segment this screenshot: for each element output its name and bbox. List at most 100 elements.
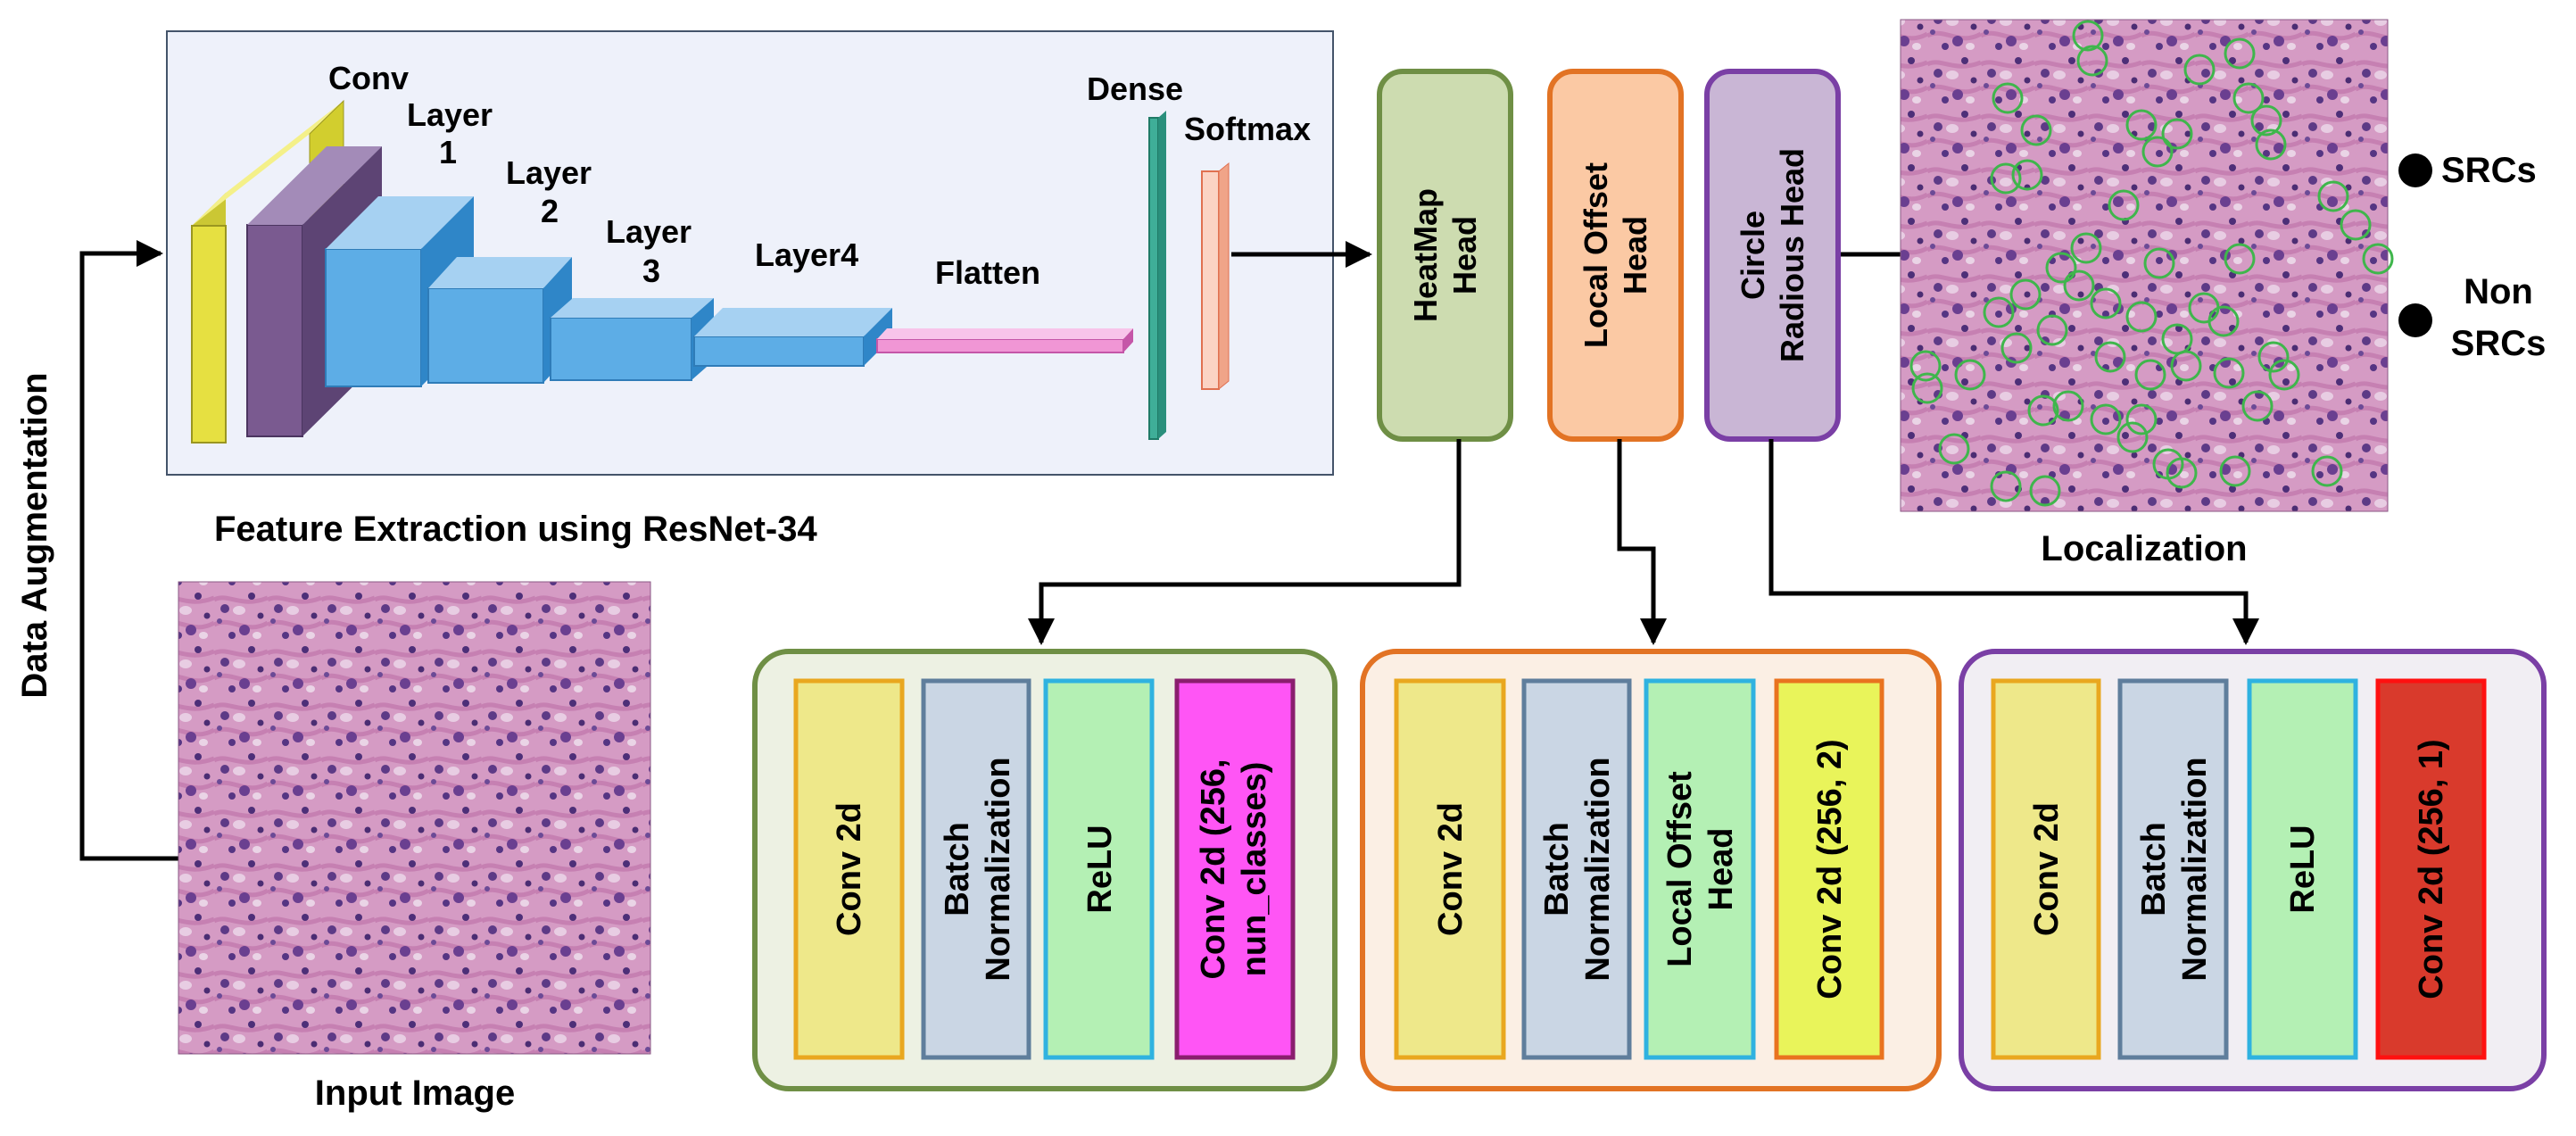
- heatmap-block4-line1: Conv 2d (256,: [1195, 759, 1232, 979]
- radius-batchnorm-block: Batch Normalization: [2117, 678, 2229, 1060]
- offset-branch-arrow: [1617, 439, 1667, 645]
- cell-detection-circle: [2045, 252, 2077, 284]
- radius-branch-arrow: [1768, 439, 2259, 645]
- cell-detection-circle: [1911, 372, 1943, 404]
- heatmap-output-conv-block: Conv 2d (256, nun_classes): [1174, 678, 1296, 1060]
- radius-branch-panel: Conv 2d Batch Normalization ReLU Conv 2d…: [1959, 649, 2547, 1091]
- cell-detection-circle: [2029, 475, 2061, 507]
- cell-detection-circle: [2224, 243, 2256, 275]
- cell-detection-circle: [2166, 457, 2198, 489]
- radius-block3-line1: ReLU: [2284, 825, 2322, 913]
- cell-detection-circle: [2232, 82, 2265, 114]
- radius-block2-line1: Batch: [2135, 822, 2173, 916]
- circle-radius-head-line1: Circle: [1735, 211, 1771, 300]
- heatmap-head-line2: Head: [1446, 216, 1483, 294]
- cell-detection-circle: [2317, 180, 2349, 212]
- radius-block2-line2: Normalization: [2176, 757, 2214, 981]
- local-offset-head: Local Offset Head: [1547, 69, 1684, 442]
- cell-detection-circle: [2170, 350, 2202, 382]
- heatmap-batchnorm-block: Batch Normalization: [921, 678, 1031, 1060]
- offset-output-conv-block: Conv 2d (256, 2): [1774, 678, 1884, 1060]
- cell-detection-circle: [2340, 209, 2372, 241]
- non-srcs-legend-dot: [2398, 303, 2432, 337]
- cell-detection-circle: [2219, 455, 2251, 487]
- cell-detection-circle: [2090, 287, 2122, 319]
- cell-detection-circle: [1954, 359, 1986, 391]
- cell-detection-circle: [2141, 136, 2174, 168]
- dense-block: [1148, 111, 1166, 440]
- offset-conv2d-block: Conv 2d: [1394, 678, 1506, 1060]
- dense-label: Dense: [1087, 70, 1183, 107]
- layer4-label: Layer4: [755, 236, 858, 273]
- layer3-label-b: 3: [642, 253, 660, 289]
- input-image-caption: Input Image: [315, 1074, 515, 1113]
- radius-block4-line1: Conv 2d (256, 1): [2413, 739, 2450, 999]
- offset-block4-line1: Conv 2d (256, 2): [1811, 739, 1849, 999]
- layer4-block: [693, 308, 892, 367]
- cell-detection-circle: [2000, 332, 2033, 364]
- offset-block3-line2: Head: [1702, 828, 1740, 911]
- offset-block3-line1: Local Offset: [1661, 771, 1699, 967]
- cell-detection-circle: [2125, 109, 2158, 141]
- augmentation-arrow: [79, 240, 178, 861]
- cell-detection-circle: [2020, 114, 2052, 146]
- cell-detection-circle: [2207, 305, 2240, 337]
- heatmap-head: HeatMap Head: [1377, 69, 1513, 442]
- cell-detection-circle: [2009, 278, 2042, 311]
- srcs-legend-label: SRCs: [2441, 151, 2537, 190]
- localization-caption: Localization: [2041, 529, 2247, 568]
- cell-detection-circle: [2090, 403, 2122, 435]
- srcs-legend-dot: [2398, 153, 2432, 187]
- radius-output-conv-block: Conv 2d (256, 1): [2375, 678, 2487, 1060]
- heatmap-head-line1: HeatMap: [1407, 188, 1444, 322]
- cell-detection-circle: [1992, 82, 2024, 114]
- layer1-label-b: 1: [439, 134, 457, 170]
- cell-detection-circle: [1990, 162, 2022, 195]
- cell-detection-circle: [2036, 314, 2068, 346]
- cell-detection-circle: [2311, 455, 2343, 487]
- cell-detection-circle: [2011, 159, 2043, 191]
- local-offset-head-line2: Head: [1617, 216, 1653, 294]
- cell-detection-circle: [2362, 243, 2394, 275]
- cell-detection-circle: [2143, 247, 2175, 279]
- input-image: [178, 581, 651, 1055]
- circle-radius-head-line2: Radious Head: [1774, 148, 1810, 362]
- cell-detection-circle: [2076, 45, 2108, 77]
- heatmap-relu-block: ReLU: [1043, 678, 1155, 1060]
- layer3-label-a: Layer: [606, 213, 692, 250]
- flatten-label: Flatten: [935, 254, 1040, 291]
- localization-image: [1900, 19, 2394, 512]
- flatten-block: [876, 328, 1133, 353]
- conv-label: Conv: [328, 60, 409, 96]
- cell-detection-circle: [2183, 54, 2216, 86]
- heatmap-block2-line1: Batch: [939, 822, 976, 916]
- cell-detection-circle: [1990, 470, 2022, 502]
- cell-detection-circle: [2250, 104, 2282, 137]
- cell-detection-circle: [2072, 20, 2104, 52]
- cell-detection-circle: [2070, 232, 2102, 264]
- cell-detection-circle: [2224, 37, 2256, 70]
- layer2-label-a: Layer: [506, 154, 592, 191]
- offset-block2-line1: Batch: [1538, 822, 1576, 916]
- circle-radius-head: Circle Radious Head: [1704, 69, 1841, 442]
- offset-block1-line1: Conv 2d: [1432, 802, 1470, 936]
- local-offset-head-line1: Local Offset: [1578, 162, 1614, 348]
- cell-detection-circle: [2125, 403, 2158, 435]
- heatmap-branch-arrow: [1028, 439, 1462, 645]
- offset-batchnorm-block: Batch Normalization: [1521, 678, 1632, 1060]
- heatmap-block1-line1: Conv 2d: [831, 802, 868, 936]
- offset-branch-panel: Conv 2d Batch Normalization Local Offset…: [1360, 649, 1942, 1091]
- detected-cell-circles: [1909, 20, 2394, 507]
- heatmap-conv2d-block: Conv 2d: [793, 678, 905, 1060]
- cell-detection-circle: [2213, 357, 2245, 389]
- softmax-label: Softmax: [1184, 111, 1311, 147]
- cell-detection-circle: [1909, 350, 1942, 382]
- non-srcs-legend-label-a: Non: [2464, 272, 2533, 311]
- radius-conv2d-block: Conv 2d: [1991, 678, 2101, 1060]
- cell-detection-circle: [2116, 421, 2149, 453]
- layer2-block: [427, 257, 572, 384]
- cell-detection-circle: [2257, 341, 2290, 373]
- data-augmentation-label: Data Augmentation: [15, 372, 54, 698]
- layer1-label-a: Layer: [407, 96, 493, 133]
